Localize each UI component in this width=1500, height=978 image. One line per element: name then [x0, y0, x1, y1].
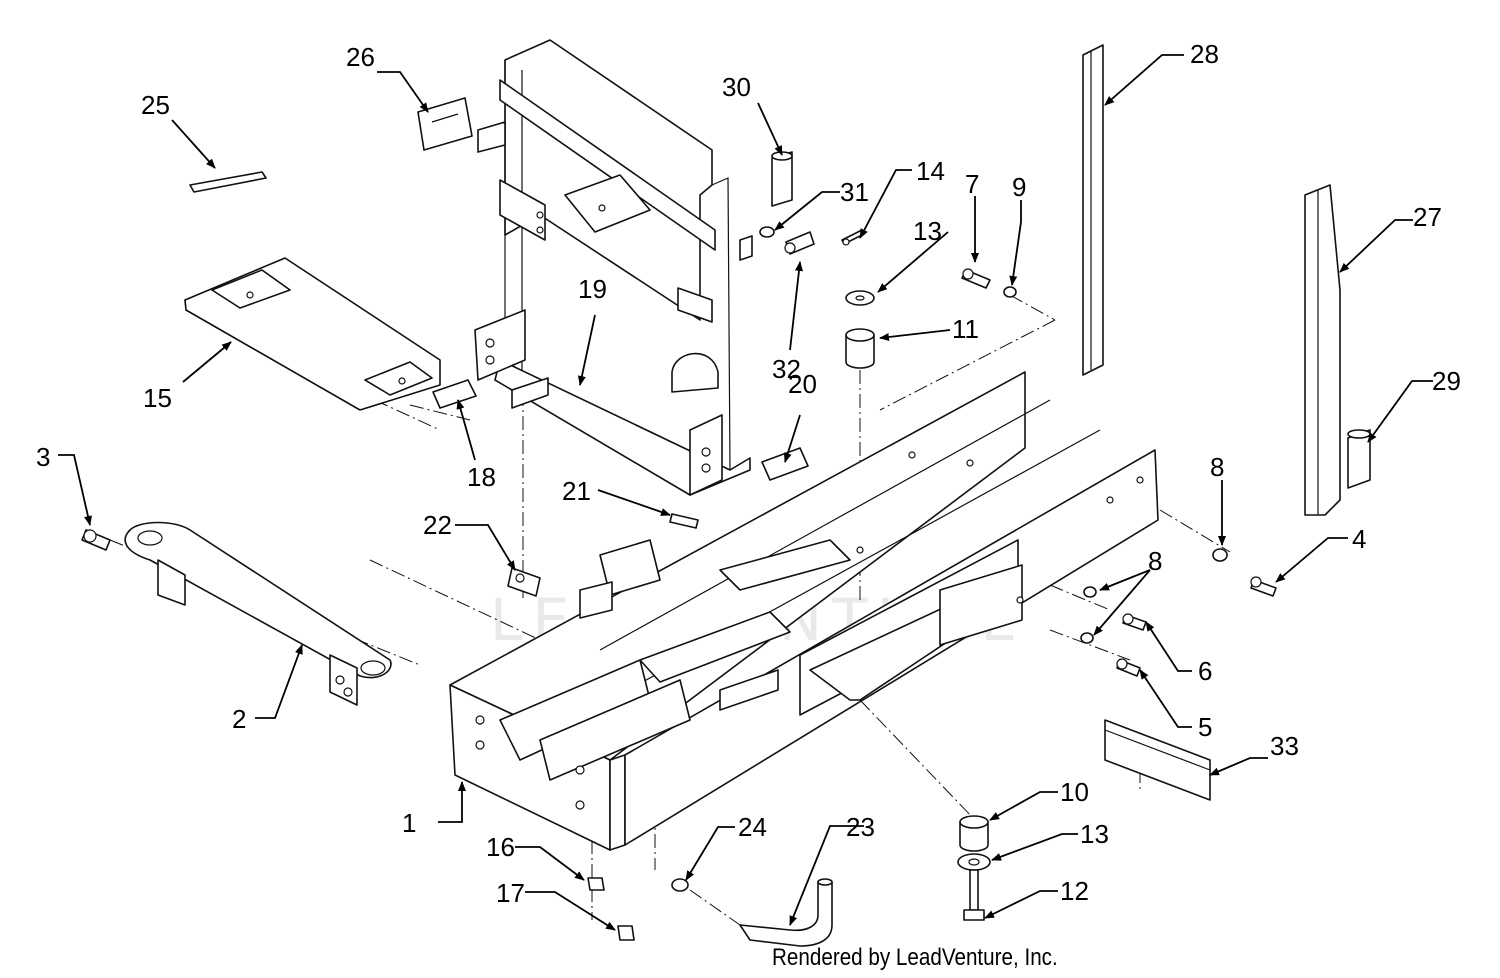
callout-12: 12: [1060, 876, 1089, 906]
callout-6: 6: [1198, 656, 1212, 686]
part-5-bolt: [1116, 658, 1141, 677]
callout-30: 30: [722, 72, 751, 102]
part-7-bolt: [961, 268, 991, 289]
part-13-washer-bottom: [957, 853, 991, 871]
callout-26: 26: [346, 42, 375, 72]
part-29-bumper: [1347, 429, 1371, 489]
part-28-rail: [1082, 44, 1104, 376]
callout-labels: 1 2 3 4 5 6 7 8 8 8 9 10 11 12 13 13 14 …: [36, 39, 1461, 908]
callout-8-upper: 8: [1148, 546, 1162, 576]
part-19-seat-frame: [474, 39, 751, 496]
callout-31: 31: [840, 177, 869, 207]
callout-28: 28: [1190, 39, 1219, 69]
part-33-bumper-strip: [1104, 719, 1211, 801]
callout-17: 17: [496, 878, 525, 908]
callout-7: 7: [965, 169, 979, 199]
part-25-strap: [189, 171, 267, 193]
part-27-rail: [1304, 184, 1341, 516]
callout-33: 33: [1270, 731, 1299, 761]
part-17-bolt: [617, 925, 635, 941]
callout-5: 5: [1198, 712, 1212, 742]
part-8-washer-upper: [1083, 586, 1097, 598]
part-8-washer-right: [1212, 548, 1228, 562]
callout-3: 3: [36, 442, 50, 472]
callout-10: 10: [1060, 777, 1089, 807]
part-13-washer-top: [845, 290, 875, 306]
callout-16: 16: [486, 832, 515, 862]
callout-24: 24: [738, 812, 767, 842]
callout-23: 23: [846, 812, 875, 842]
part-2-axle-bar: [124, 521, 392, 706]
part-21-spacer: [669, 513, 699, 529]
callout-1: 1: [402, 808, 416, 838]
callout-14: 14: [916, 156, 945, 186]
part-30-bumper: [771, 151, 793, 207]
part-15-seat-plate: [184, 257, 441, 411]
part-12-bolt: [963, 869, 985, 921]
callout-27: 27: [1413, 202, 1442, 232]
part-8-washer-lower: [1080, 632, 1094, 644]
part-23-handle: [739, 878, 833, 947]
part-6-bolt: [1122, 613, 1147, 631]
part-11-isolator: [845, 328, 875, 369]
callout-21: 21: [562, 476, 591, 506]
callout-18: 18: [467, 462, 496, 492]
part-24-nut: [671, 878, 689, 892]
callout-15: 15: [143, 383, 172, 413]
part-10-isolator: [959, 815, 989, 852]
leader-lines: [58, 54, 1433, 931]
callout-13-bottom: 13: [1080, 819, 1109, 849]
part-4-bolt: [1250, 576, 1277, 597]
callout-20: 20: [788, 369, 817, 399]
callout-9: 9: [1012, 172, 1026, 202]
callout-4: 4: [1352, 524, 1366, 554]
callout-29: 29: [1432, 366, 1461, 396]
part-32-bolt: [784, 231, 815, 255]
part-18-clip: [432, 379, 477, 409]
part-22-switch: [507, 567, 541, 597]
callout-25: 25: [141, 90, 170, 120]
callout-19: 19: [578, 274, 607, 304]
part-3-bolt: [81, 529, 111, 551]
callout-13-top: 13: [913, 216, 942, 246]
callout-32: 32: [772, 354, 801, 384]
part-1-main-frame: [449, 371, 1159, 851]
footer-credit: Rendered by LeadVenture, Inc.: [772, 944, 1058, 971]
part-26-decal: [417, 97, 473, 151]
part-16-nut: [587, 877, 605, 891]
callout-22: 22: [423, 510, 452, 540]
part-20-bumper: [761, 447, 809, 481]
part-31-nut: [739, 226, 775, 261]
part-9-washer: [1003, 286, 1017, 298]
callout-11: 11: [952, 314, 979, 344]
callout-8-right: 8: [1210, 452, 1224, 482]
callout-2: 2: [232, 704, 246, 734]
